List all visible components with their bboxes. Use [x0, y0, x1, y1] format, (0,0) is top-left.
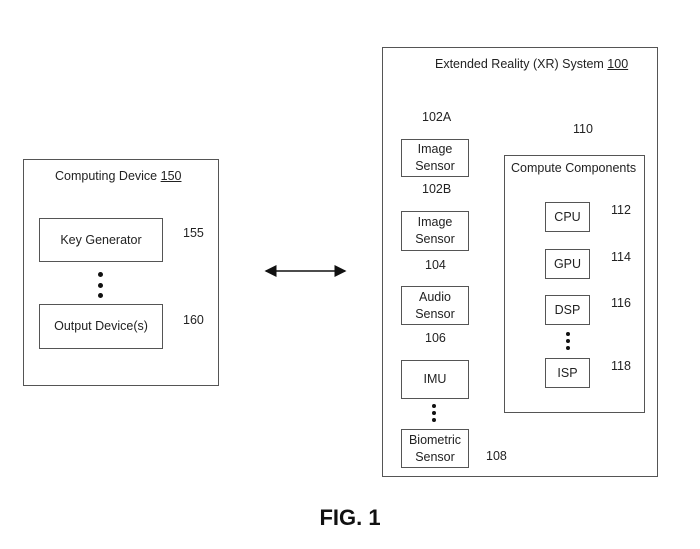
cpu-ref: 112: [611, 203, 631, 217]
sensor-label: Image: [417, 142, 453, 157]
ellipsis-dot: [432, 418, 436, 422]
key-generator-box: Key Generator: [39, 218, 163, 262]
biometric-sensor-box: Biometric Sensor: [401, 429, 469, 468]
ellipsis-dot: [432, 411, 436, 415]
key-generator-label: Key Generator: [60, 232, 142, 247]
sensor-label: Sensor: [415, 306, 455, 321]
compute-components-ref: 110: [573, 122, 593, 136]
image-sensor-b-box: Image Sensor: [401, 211, 469, 251]
sensor-label: Image: [417, 215, 453, 230]
compute-components-title: Compute Components: [511, 161, 637, 175]
sensor-ref: 102B: [422, 182, 452, 196]
sensor-label: Sensor: [415, 449, 455, 464]
xr-system-ref: 100: [607, 57, 629, 71]
sensor-ref: 108: [486, 449, 507, 463]
computing-device-title-text: Computing Device: [55, 169, 158, 183]
ellipsis-dot: [566, 332, 570, 336]
computing-device-title: Computing Device 150: [55, 169, 181, 183]
sensor-label: Biometric: [408, 432, 462, 447]
image-sensor-a-box: Image Sensor: [401, 139, 469, 177]
key-generator-ref: 155: [183, 226, 204, 240]
sensor-label: IMU: [423, 372, 447, 387]
ellipsis-dot: [98, 272, 103, 277]
ellipsis-dot: [566, 346, 570, 350]
output-devices-ref: 160: [183, 313, 204, 327]
output-devices-box: Output Device(s): [39, 304, 163, 349]
xr-system-title: Extended Reality (XR) System 100: [435, 57, 628, 71]
gpu-box: GPU: [545, 249, 590, 279]
ellipsis-dot: [98, 293, 103, 298]
figure-label: FIG. 1: [319, 505, 381, 530]
gpu-label: GPU: [553, 256, 582, 271]
sensor-label: Sensor: [415, 232, 455, 246]
computing-device-box: [23, 159, 219, 386]
ellipsis-dot: [566, 339, 570, 343]
sensor-ref: 104: [425, 258, 446, 272]
ellipsis-dot: [98, 283, 103, 288]
cpu-box: CPU: [545, 202, 590, 232]
isp-label: ISP: [557, 365, 578, 380]
cpu-label: CPU: [554, 209, 581, 224]
ellipsis-dot: [432, 404, 436, 408]
dsp-box: DSP: [545, 295, 590, 325]
output-devices-label: Output Device(s): [54, 319, 148, 334]
dsp-label: DSP: [554, 302, 581, 317]
xr-system-title-text: Extended Reality (XR) System: [435, 57, 604, 71]
isp-box: ISP: [545, 358, 590, 388]
imu-box: IMU: [401, 360, 469, 399]
dsp-ref: 116: [611, 296, 631, 310]
audio-sensor-box: Audio Sensor: [401, 286, 469, 325]
gpu-ref: 114: [611, 250, 631, 264]
sensor-ref: 106: [425, 331, 446, 345]
isp-ref: 118: [611, 359, 631, 373]
sensor-label: Audio: [419, 289, 451, 304]
sensor-ref: 102A: [422, 110, 452, 124]
computing-device-ref: 150: [160, 169, 182, 183]
sensor-label: Sensor: [415, 159, 455, 173]
